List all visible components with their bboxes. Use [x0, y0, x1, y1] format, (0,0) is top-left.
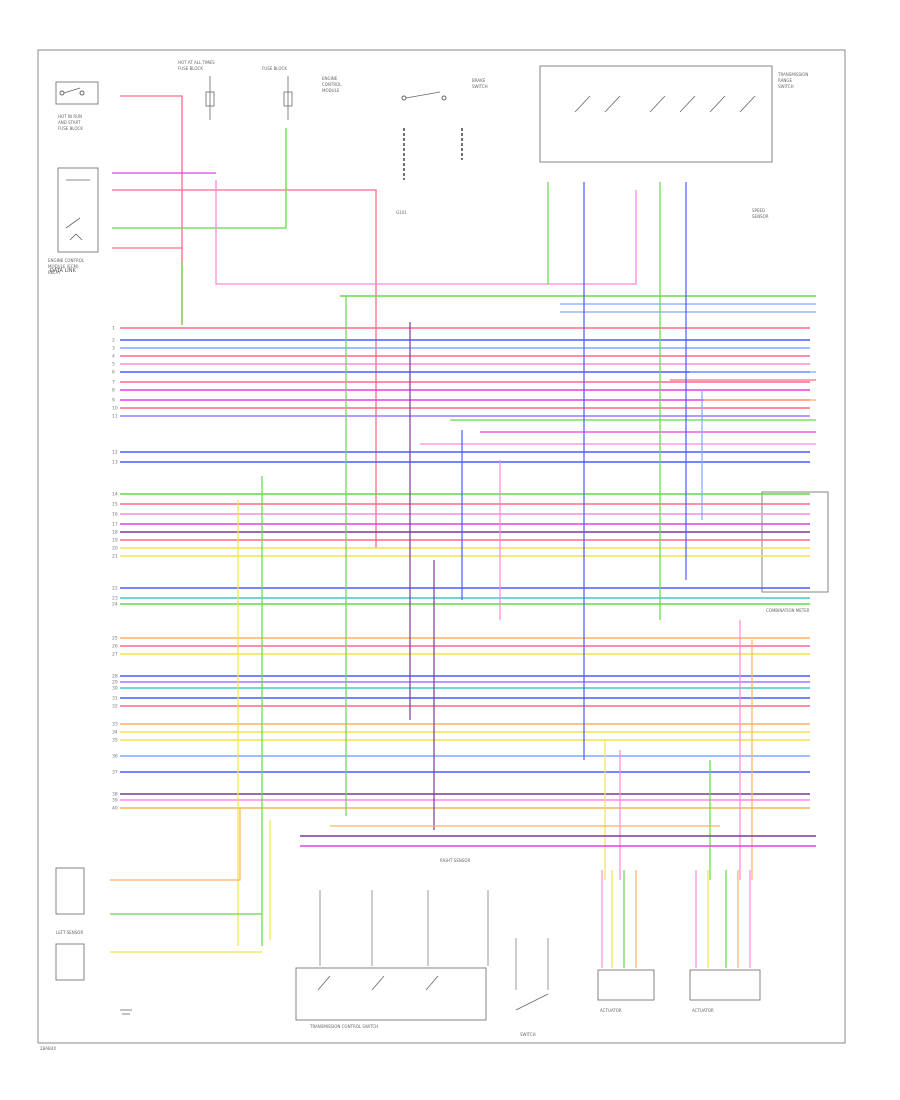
- pin-number: 37: [112, 770, 118, 776]
- left-connector-label: DATA LINK: [50, 268, 76, 274]
- pin-number: 33: [112, 722, 118, 728]
- pin-number: 39: [112, 798, 118, 804]
- footer-id: 2BAB4X: [40, 1046, 56, 1051]
- svg-text:SWITCH: SWITCH: [778, 84, 794, 89]
- svg-text:FUSE BLOCK: FUSE BLOCK: [178, 66, 203, 71]
- pin-number: 17: [112, 522, 118, 528]
- svg-text:SENSOR: SENSOR: [752, 214, 769, 219]
- pin-number: 20: [112, 546, 118, 552]
- svg-text:ENGINE CONTROL: ENGINE CONTROL: [48, 258, 85, 263]
- pin-number: 9: [112, 398, 115, 404]
- svg-text:SWITCH: SWITCH: [472, 84, 488, 89]
- bottom-single-switch: SWITCH: [515, 993, 549, 1037]
- wire: [215, 180, 637, 285]
- pin-number: 13: [112, 460, 118, 466]
- pin-number: 11: [112, 414, 118, 420]
- pin-number: 19: [112, 538, 118, 544]
- svg-text:RELAY: RELAY: [48, 270, 61, 275]
- pin-number: 10: [112, 406, 118, 412]
- pin-number: 8: [112, 388, 115, 394]
- svg-text:FUSE BLOCK: FUSE BLOCK: [58, 126, 83, 131]
- svg-text:HOT AT ALL TIMES: HOT AT ALL TIMES: [178, 60, 215, 65]
- bottom-right-packs: ACTUATOR ACTUATOR: [597, 969, 761, 1013]
- pin-number: 23: [112, 596, 118, 602]
- top-left-relay: ENGINE CONTROL MODULE (ECM) RELAY: [48, 167, 99, 275]
- pin-number: 6: [112, 370, 115, 376]
- pin-number: 27: [112, 652, 118, 658]
- pin-number: 40: [112, 806, 118, 812]
- pin-number: 28: [112, 674, 118, 680]
- diagram-frame: [37, 49, 846, 1044]
- bottom-actuator-2: ACTUATOR: [692, 1008, 714, 1013]
- pin-number: 22: [112, 586, 118, 592]
- pin-number: 25: [112, 636, 118, 642]
- pin-number: 30: [112, 686, 118, 692]
- pin-number: 34: [112, 730, 118, 736]
- svg-text:BRAKE: BRAKE: [472, 78, 486, 83]
- pin-number: 18: [112, 530, 118, 536]
- left-connector: DATA LINK: [50, 268, 76, 274]
- top-left-switch: HOT IN RUN AND START FUSE BLOCK: [55, 81, 99, 131]
- pin-number: 24: [112, 602, 118, 608]
- wire-layer: [110, 95, 816, 990]
- wire: [112, 128, 287, 229]
- pin-number: 12: [112, 450, 118, 456]
- pin-number: 4: [112, 354, 115, 360]
- svg-text:SPEED: SPEED: [752, 208, 765, 213]
- pin-number: 21: [112, 554, 118, 560]
- pin-number: 16: [112, 512, 118, 518]
- pin-number: 14: [112, 492, 118, 498]
- svg-text:CONTROL: CONTROL: [322, 82, 342, 87]
- svg-text:FUSE BLOCK: FUSE BLOCK: [262, 66, 287, 71]
- center-ground-block: G101 BRAKE SWITCH: [396, 78, 488, 215]
- pin-number: 32: [112, 704, 118, 710]
- pin-number-layer: 1234567891011121314151617181920212223242…: [112, 326, 118, 812]
- svg-text:ENGINE: ENGINE: [322, 76, 338, 81]
- svg-text:TRANSMISSION: TRANSMISSION: [777, 72, 808, 77]
- pin-number: 36: [112, 754, 118, 760]
- pin-number: 38: [112, 792, 118, 798]
- bottom-sensor-labels: RIGHT SENSOR LEFT SENSOR: [56, 858, 471, 935]
- pin-number: 1: [112, 326, 115, 332]
- svg-text:MODULE (ECM): MODULE (ECM): [48, 264, 79, 269]
- pin-number: 3: [112, 346, 115, 352]
- pin-number: 31: [112, 696, 118, 702]
- pin-number: 26: [112, 644, 118, 650]
- svg-text:MODULE: MODULE: [322, 88, 340, 93]
- bottom-switch-bank: TRANSMISSION CONTROL SWITCH: [295, 967, 487, 1029]
- wire: [110, 808, 241, 881]
- lower-left-sensor: [55, 867, 132, 1015]
- wire: [120, 95, 183, 325]
- svg-text:AND START: AND START: [58, 120, 81, 125]
- bottom-actuator-1: ACTUATOR: [600, 1008, 622, 1013]
- pin-number: 29: [112, 680, 118, 686]
- pin-number: 2: [112, 338, 115, 344]
- bottom-switch-label: SWITCH: [520, 1032, 536, 1037]
- pin-number: 15: [112, 502, 118, 508]
- pin-number: 5: [112, 362, 115, 368]
- svg-text:RANGE: RANGE: [778, 78, 792, 83]
- top-fuses: HOT AT ALL TIMES FUSE BLOCK FUSE BLOCK E…: [178, 60, 342, 120]
- svg-text:HOT IN RUN: HOT IN RUN: [58, 114, 82, 119]
- wire: [112, 189, 377, 548]
- bottom-sensor-1: RIGHT SENSOR: [440, 858, 471, 863]
- right-mid-connector: COMBINATION METER: [761, 491, 829, 613]
- pin-number: 7: [112, 380, 115, 386]
- right-connector-label: COMBINATION METER: [766, 608, 810, 613]
- pin-number: 35: [112, 738, 118, 744]
- top-right-switch-block: TRANSMISSION RANGE SWITCH SPEED SENSOR: [539, 65, 808, 219]
- center-ground-label: G101: [396, 210, 407, 215]
- bottom-sensor-2: LEFT SENSOR: [56, 930, 83, 935]
- svg-text:TRANSMISSION CONTROL SWITCH: TRANSMISSION CONTROL SWITCH: [309, 1024, 378, 1029]
